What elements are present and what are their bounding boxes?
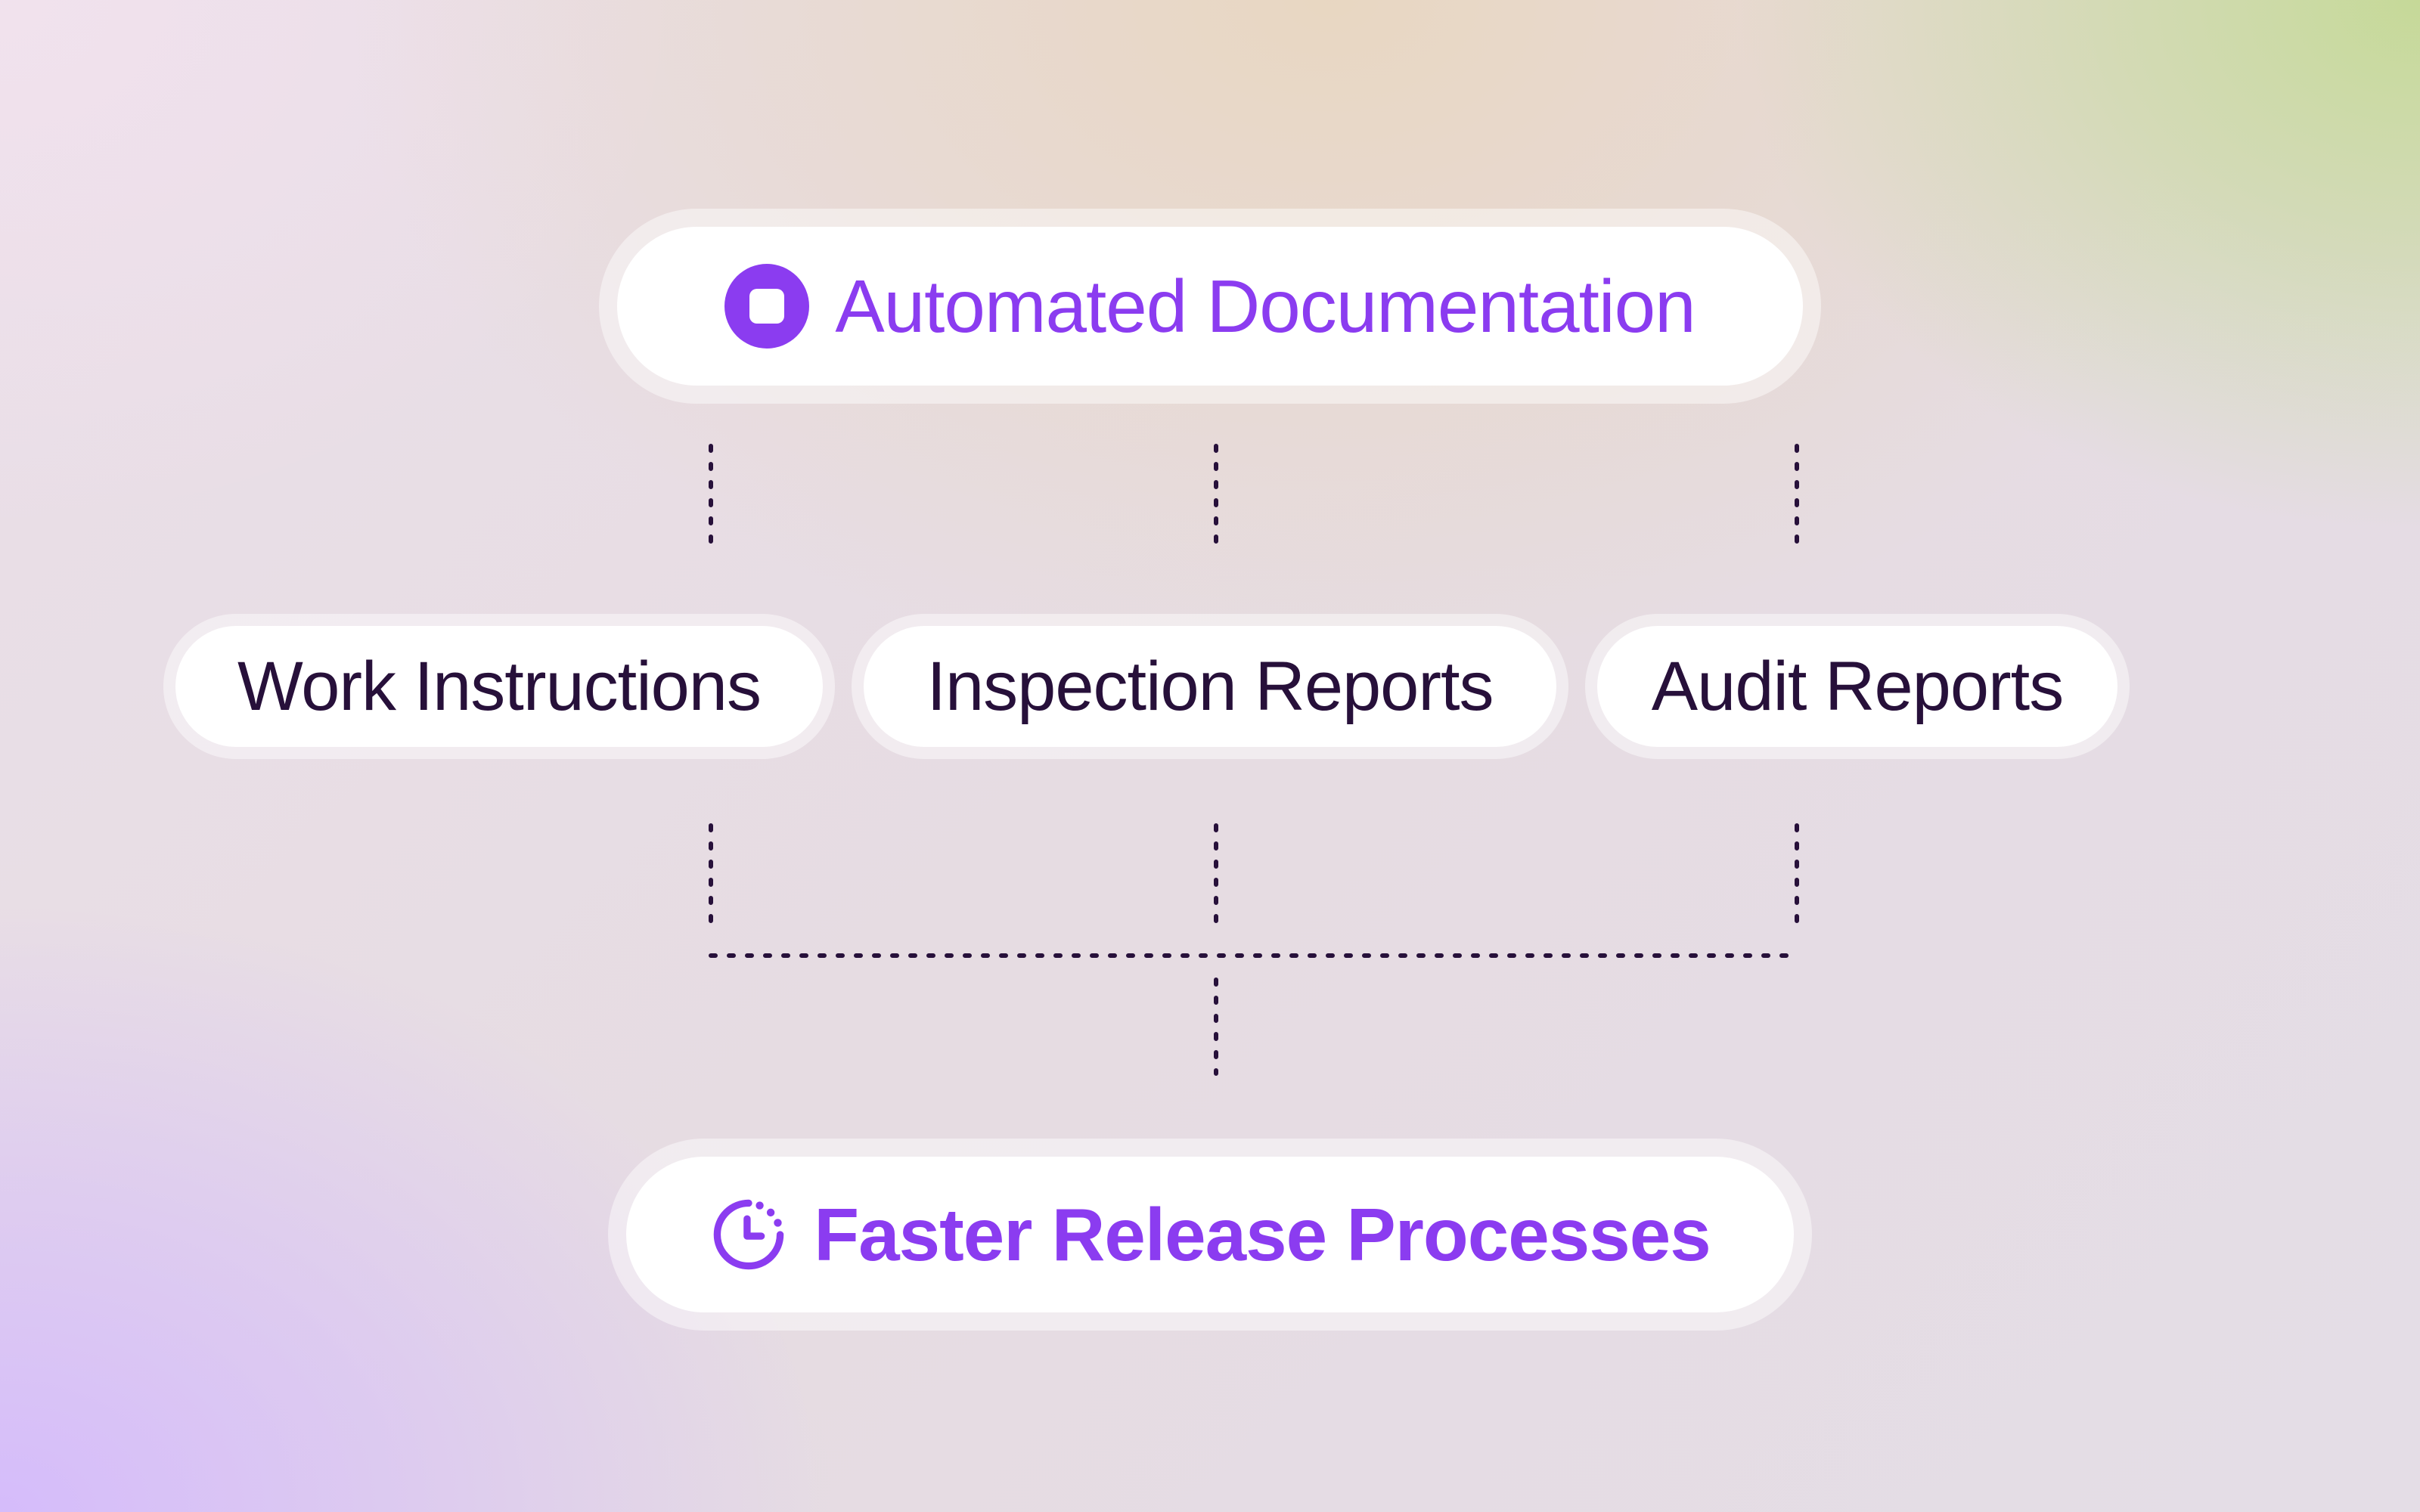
title-label: Automated Documentation xyxy=(835,264,1696,348)
item-pill-work-instructions: Work Instructions xyxy=(175,626,823,747)
title-pill: Automated Documentation xyxy=(617,227,1803,386)
result-pill: Faster Release Processes xyxy=(626,1157,1794,1312)
clock-icon xyxy=(714,1199,784,1270)
result-label: Faster Release Processes xyxy=(814,1192,1711,1276)
item-label: Inspection Reports xyxy=(926,647,1494,725)
item-pill-inspection-reports: Inspection Reports xyxy=(864,626,1556,747)
item-pill-audit-reports: Audit Reports xyxy=(1597,626,2118,747)
item-label: Work Instructions xyxy=(237,647,762,725)
square-stop-icon xyxy=(724,264,810,349)
item-label: Audit Reports xyxy=(1651,647,2064,725)
